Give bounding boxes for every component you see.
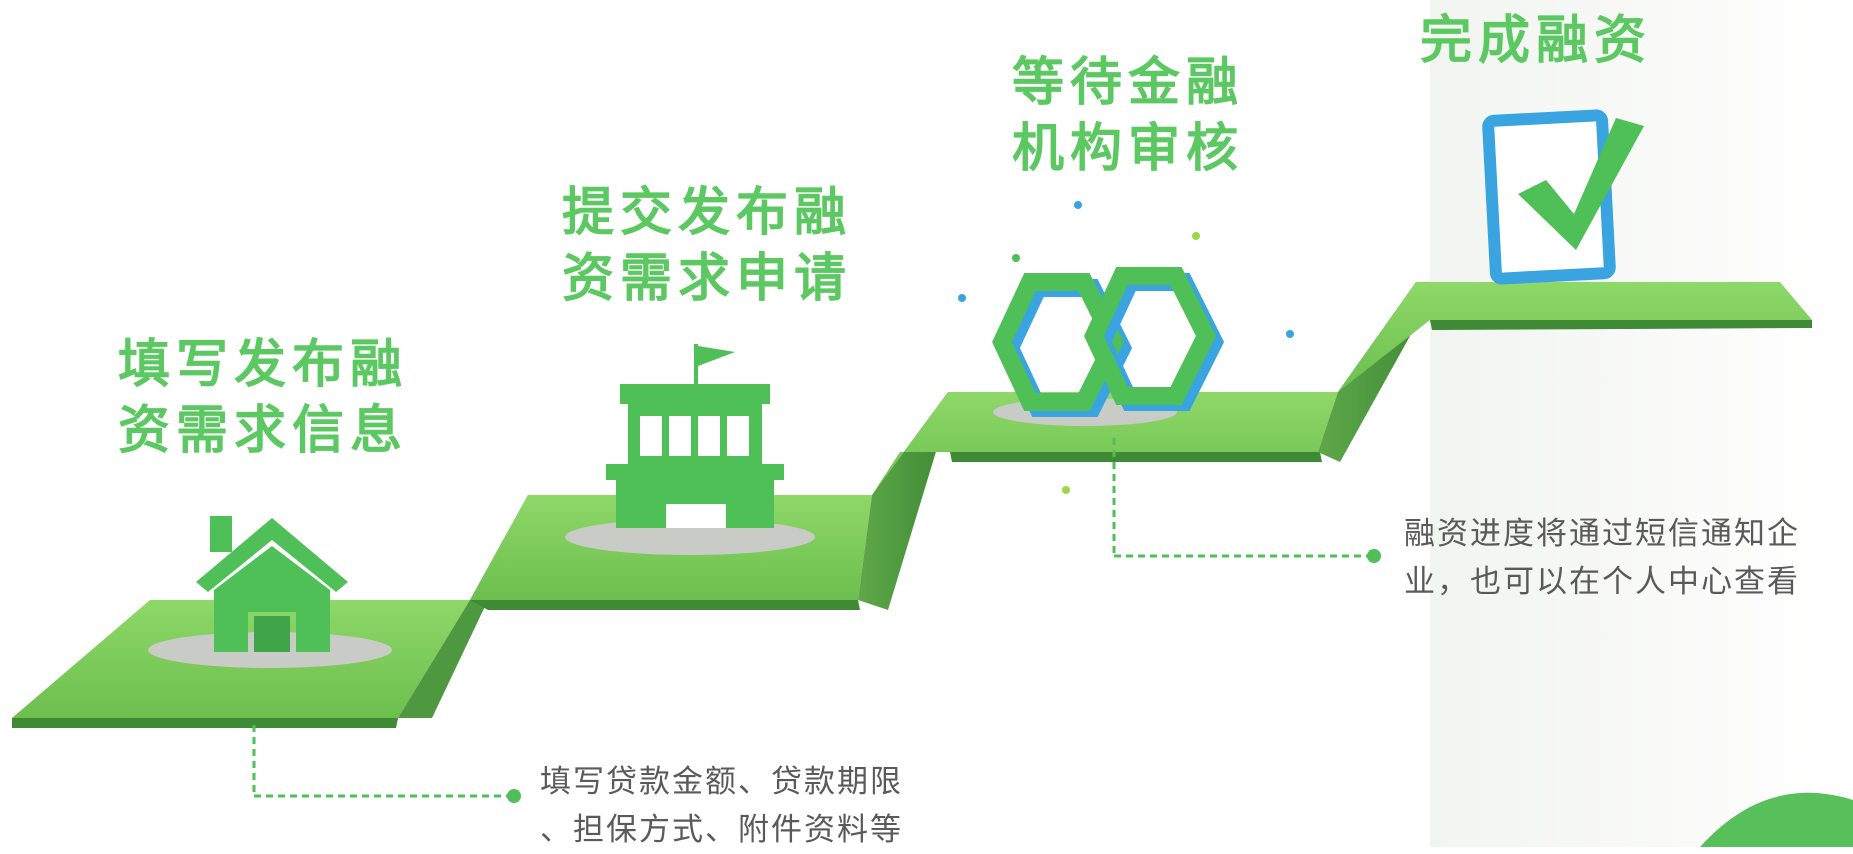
step-4-title: 完成融资 (1420, 8, 1652, 74)
step-3-title-line2: 机构审核 (1012, 119, 1245, 179)
note-1-line1: 填写贷款金额、贷款期限 (540, 764, 903, 800)
linked-hexagons-icon (958, 201, 1294, 494)
step-3-title-line1: 等待金融 (1012, 53, 1245, 113)
note-2-line1: 融资进度将通过短信通知企 (1404, 516, 1800, 552)
step-1-title: 填写发布融 资需求信息 (118, 332, 408, 464)
corner-leaf (1700, 792, 1853, 847)
step-1-title-line1: 填写发布融 (118, 335, 409, 395)
note-2-line2: 业，也可以在个人中心查看 (1404, 564, 1800, 600)
step-1-title-line2: 资需求信息 (118, 401, 409, 461)
note-step-3: 融资进度将通过短信通知企 业，也可以在个人中心查看 (1404, 510, 1800, 606)
checkbox-check-icon (1482, 109, 1644, 285)
house-icon (148, 516, 392, 668)
note-step-1: 填写贷款金额、贷款期限 、担保方式、附件资料等 (540, 758, 903, 854)
connector-2 (1112, 438, 1381, 563)
building-icon (565, 344, 815, 555)
step-2-title-line2: 资需求申请 (562, 249, 853, 309)
step-4-title-line1: 完成融资 (1420, 11, 1653, 71)
step-2-title: 提交发布融 资需求申请 (562, 180, 852, 312)
step-2-title-line1: 提交发布融 (562, 183, 853, 243)
connector-1 (252, 725, 521, 803)
step-3-title: 等待金融 机构审核 (1012, 50, 1244, 182)
note-1-line2: 、担保方式、附件资料等 (540, 812, 903, 848)
